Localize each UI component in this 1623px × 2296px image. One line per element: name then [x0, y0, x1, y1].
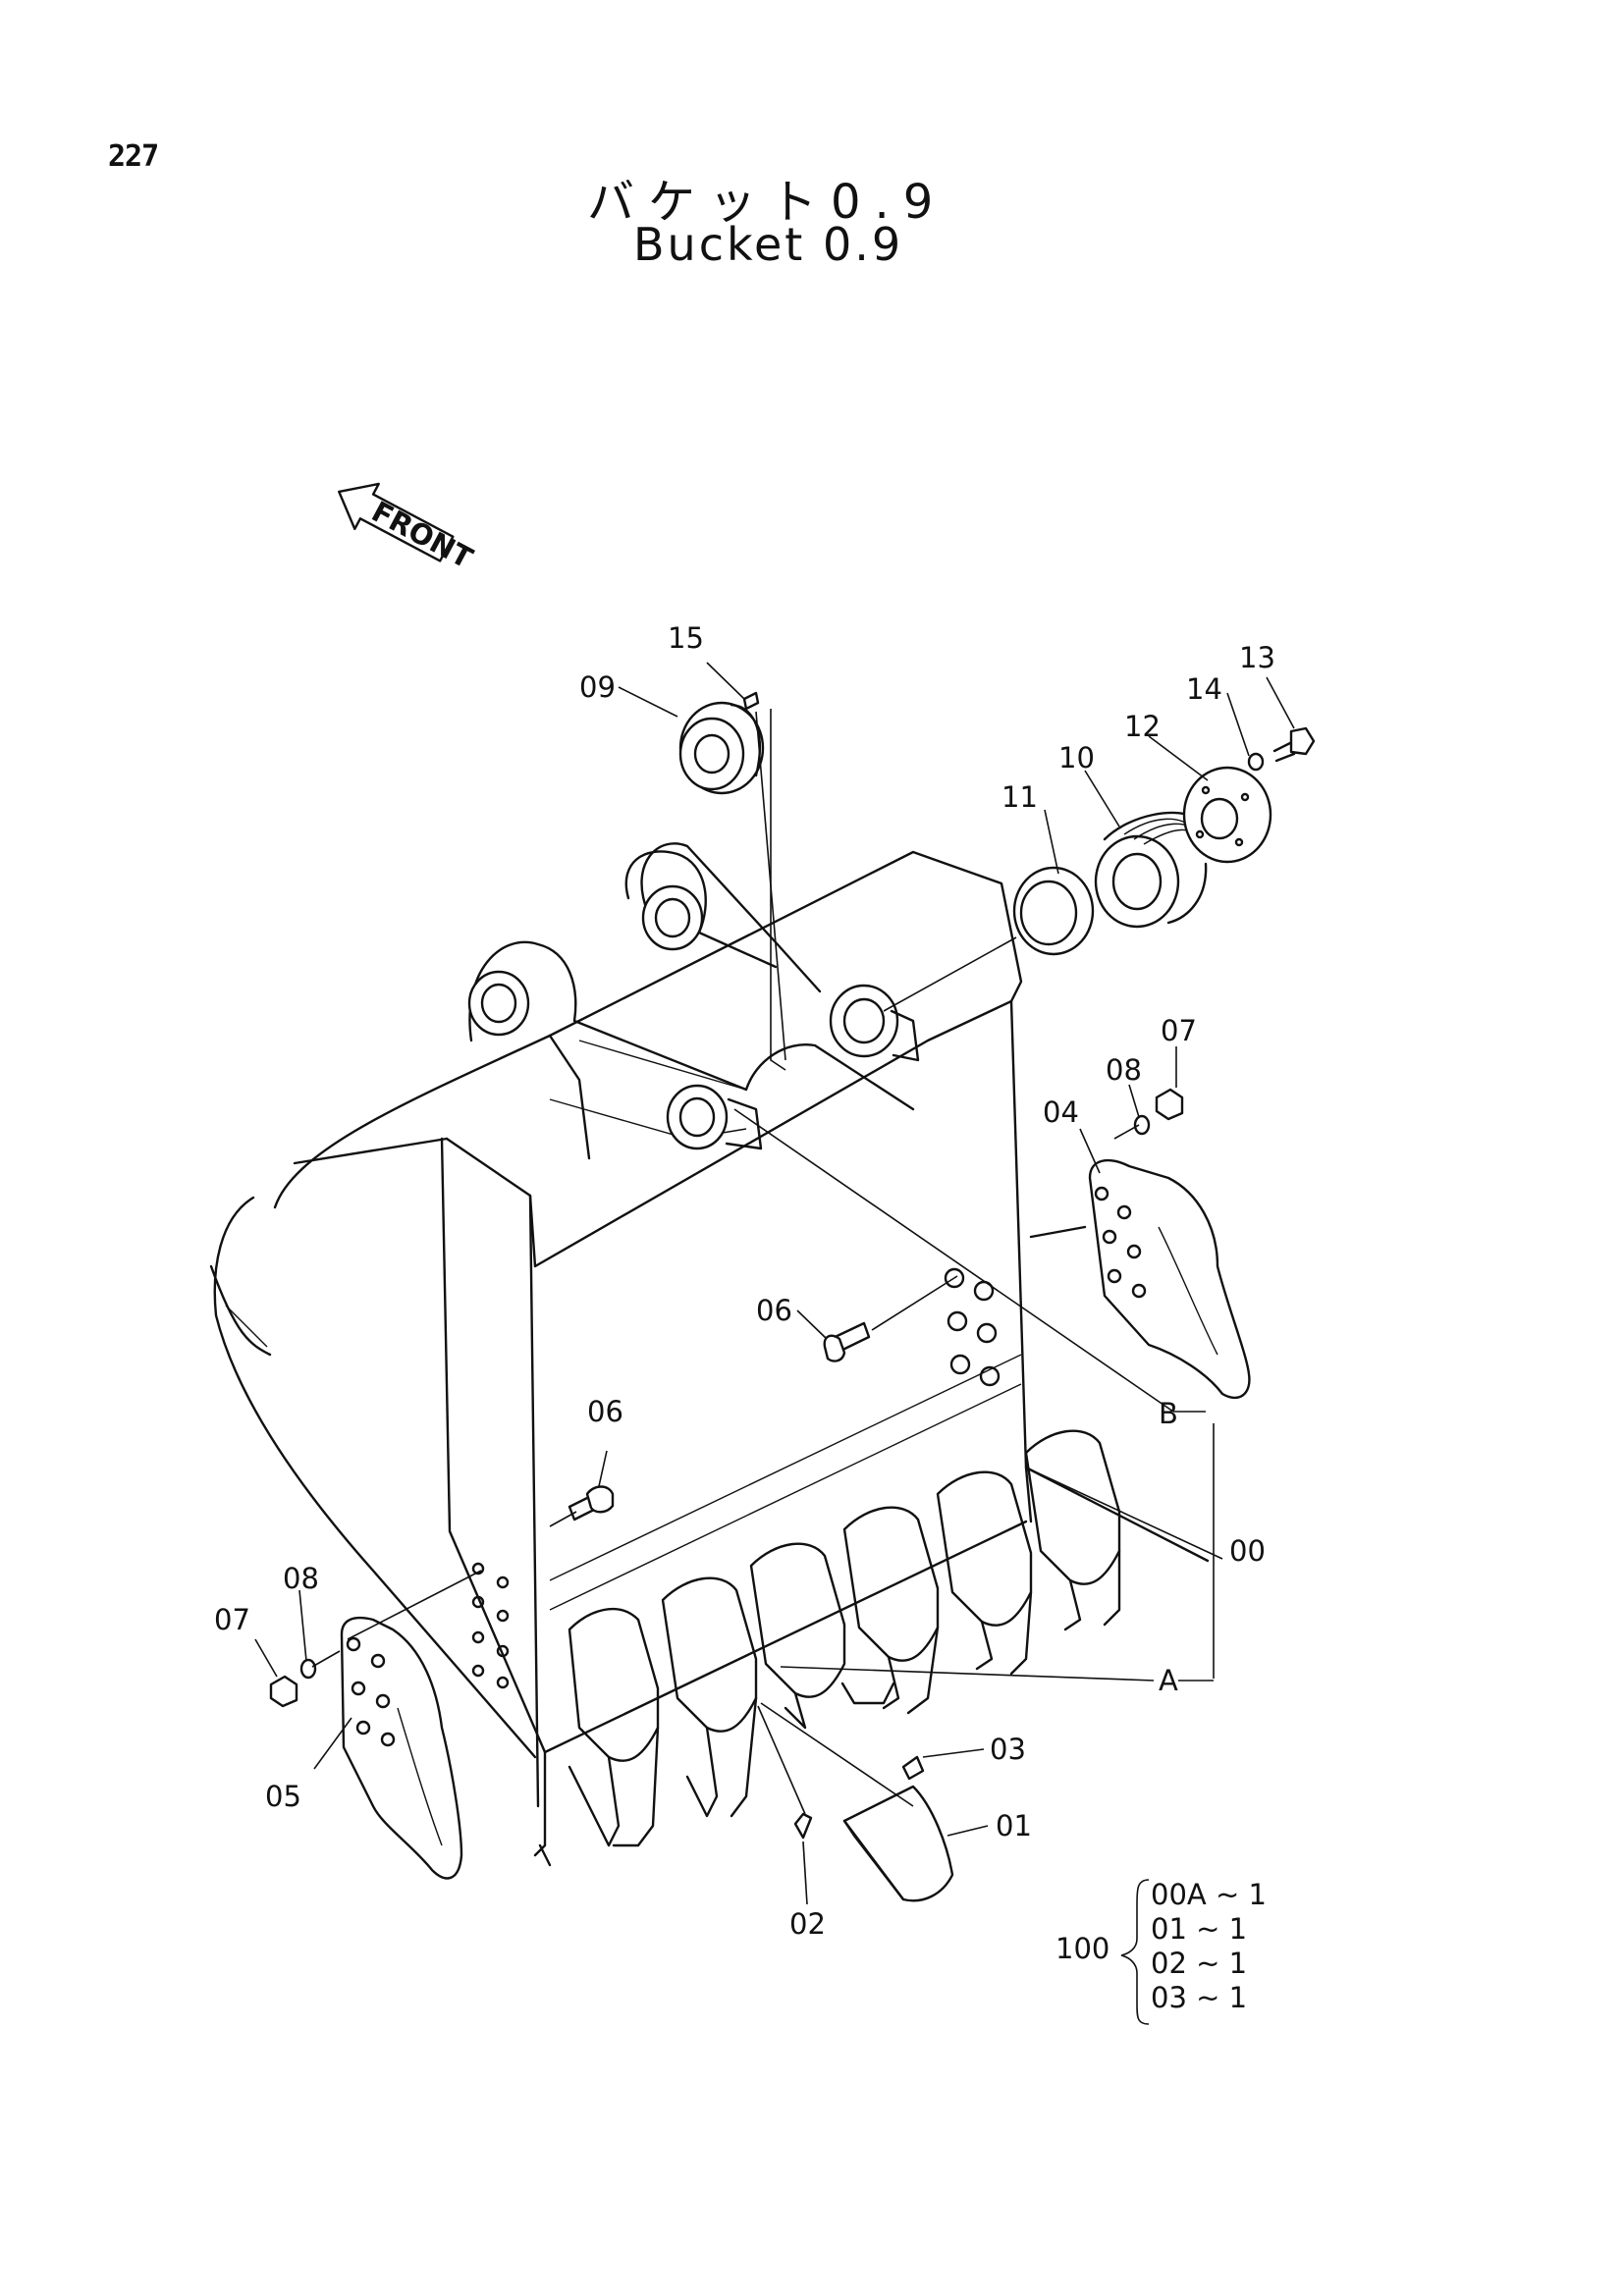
callout-a: A [1159, 1664, 1178, 1697]
part-05-side-cutter-left [340, 1616, 463, 1880]
part-07-nut-left [269, 1675, 298, 1708]
part-08-washer-left [299, 1658, 317, 1680]
callout-11: 11 [1001, 780, 1038, 814]
callout-13: 13 [1239, 641, 1275, 674]
callout-00: 00 [1229, 1534, 1266, 1568]
callout-06-left: 06 [587, 1395, 623, 1428]
part-07-nut-right [1155, 1088, 1184, 1121]
callout-08-right: 08 [1106, 1053, 1142, 1087]
part-11-shim-ring [1012, 866, 1095, 956]
part-08-washer-right [1133, 1114, 1151, 1136]
callout-07-right: 07 [1161, 1014, 1197, 1047]
title-japanese: バケット0.9 [587, 175, 947, 230]
part-06-bolt-left [568, 1485, 615, 1522]
callout-10: 10 [1058, 741, 1095, 774]
leader-lines [254, 662, 1295, 1905]
kit-item: 03 ~ 1 [1151, 1981, 1247, 2014]
part-12-plate [1182, 766, 1272, 864]
kit-item: 00A ~ 1 [1151, 1878, 1267, 1911]
part-14-washer [1247, 752, 1265, 772]
part-10-spring-coil [1094, 811, 1208, 929]
callout-07-left: 07 [214, 1603, 250, 1636]
part-13-bolt [1272, 726, 1316, 763]
callout-03: 03 [990, 1733, 1026, 1766]
bucket-body [209, 850, 1210, 1867]
link-brackets [467, 842, 920, 1150]
side-bolt-holes-left [471, 1562, 510, 1689]
kit-item: 02 ~ 1 [1151, 1947, 1247, 1980]
part-02-pin [793, 1812, 813, 1840]
part-04-side-cutter-right [1088, 1158, 1251, 1400]
part-09-bushing [678, 701, 765, 795]
part-03-lock [901, 1755, 925, 1781]
callout-08-left: 08 [283, 1562, 319, 1595]
callout-04: 04 [1043, 1095, 1079, 1129]
callout-05: 05 [265, 1780, 301, 1813]
front-arrow-icon: FRONT [338, 482, 478, 575]
front-label: FRONT [366, 495, 478, 575]
callout-02: 02 [789, 1907, 826, 1941]
title-english: Bucket 0.9 [633, 218, 904, 271]
callout-14: 14 [1186, 672, 1222, 706]
page-number: 227 [108, 139, 159, 174]
part-06-bolt-mid [823, 1321, 871, 1362]
callout-01: 01 [996, 1809, 1032, 1842]
callout-b: B [1159, 1397, 1178, 1430]
side-bolt-holes-right [944, 1267, 1001, 1387]
part-01-tooth-point [842, 1785, 954, 1902]
kit-composition: 100 00A ~ 1 01 ~ 1 02 ~ 1 03 ~ 1 [1055, 1878, 1267, 2025]
part-15-pin [742, 691, 760, 711]
callout-12: 12 [1124, 710, 1161, 743]
callout-15: 15 [668, 621, 704, 655]
callout-09: 09 [579, 670, 616, 704]
kit-item: 01 ~ 1 [1151, 1912, 1247, 1946]
bucket-teeth [568, 1429, 1121, 1847]
callout-06-mid: 06 [756, 1294, 792, 1327]
kit-number: 100 [1055, 1932, 1109, 1965]
